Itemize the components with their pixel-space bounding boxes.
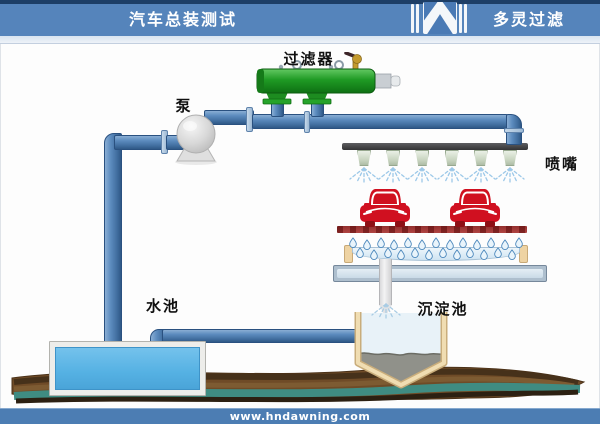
water-droplet xyxy=(425,245,433,260)
nozzle-spray xyxy=(404,167,440,189)
logo-bar-3 xyxy=(459,4,462,33)
nozzle-label: 喷嘴 xyxy=(544,155,579,173)
header-sub-strip xyxy=(0,36,600,44)
water-droplet xyxy=(500,235,509,250)
pump-label: 泵 xyxy=(175,97,193,115)
conveyor-beam-face xyxy=(337,269,543,278)
logo-bar-4 xyxy=(464,4,467,33)
filter-label: 过滤器 xyxy=(283,50,335,68)
sediment-pool-label: 沉淀池 xyxy=(417,300,469,318)
spray-nozzle xyxy=(503,150,517,166)
spray-nozzle xyxy=(415,150,430,166)
spray-down-flange xyxy=(504,128,524,133)
main-line-flange xyxy=(304,111,310,133)
page-title: 汽车总装测试 xyxy=(128,10,237,29)
water-droplet xyxy=(431,233,440,248)
water-droplet xyxy=(383,243,392,258)
water-droplet xyxy=(459,233,468,248)
drain-spray xyxy=(371,303,401,320)
water-droplet xyxy=(480,245,488,260)
water-droplet xyxy=(445,235,454,250)
water-droplet xyxy=(487,233,495,248)
drain-pipe-tip xyxy=(379,305,392,313)
tray-cap-left xyxy=(344,245,353,263)
water-droplet xyxy=(452,245,461,260)
water-droplet xyxy=(494,243,502,258)
water-droplet xyxy=(466,243,475,258)
water-droplet xyxy=(376,233,385,248)
spray-header-bar xyxy=(342,143,528,150)
spray-nozzle xyxy=(386,150,401,166)
car-icon xyxy=(446,185,504,231)
water-droplet xyxy=(369,245,378,260)
nozzle-spray xyxy=(375,167,411,189)
spray-nozzle xyxy=(357,150,371,166)
conveyor-beam xyxy=(333,265,547,282)
water-droplet xyxy=(438,243,447,258)
water-droplet xyxy=(473,235,481,250)
water-droplet xyxy=(418,235,426,250)
water-droplet xyxy=(356,243,364,258)
water-droplet xyxy=(349,233,357,248)
nozzle-spray xyxy=(492,167,528,189)
footer-url: www.hndawning.com xyxy=(229,410,371,423)
water-droplet xyxy=(411,243,419,258)
nozzle-spray xyxy=(346,167,382,189)
footer-bar xyxy=(0,408,600,424)
pool-label: 水池 xyxy=(145,297,180,315)
brand-name: 多灵过滤 xyxy=(492,10,565,29)
spray-nozzle xyxy=(473,150,488,166)
header-bar xyxy=(0,4,600,36)
main-line xyxy=(252,114,508,129)
car-icon xyxy=(356,185,414,231)
water-droplet xyxy=(397,245,406,260)
car-platform xyxy=(337,226,527,233)
water-droplet xyxy=(514,233,523,248)
water-droplet xyxy=(362,235,371,250)
spray-nozzle xyxy=(444,150,459,166)
pump xyxy=(175,114,217,165)
water-pool xyxy=(49,341,206,396)
brand-logo-icon xyxy=(423,2,457,34)
supply-pipe-top xyxy=(114,135,164,150)
logo-bar-1 xyxy=(411,4,414,33)
filter-unit xyxy=(256,52,401,105)
logo-bar-2 xyxy=(416,4,419,33)
drain-pipe xyxy=(379,259,392,305)
water-droplet xyxy=(507,245,516,260)
top-strip xyxy=(0,0,600,4)
tray-cap-right xyxy=(519,245,528,263)
supply-pipe-vertical xyxy=(104,133,122,346)
water-droplet xyxy=(404,233,412,248)
nozzle-spray xyxy=(434,167,470,189)
water-droplet xyxy=(390,235,399,250)
nozzle-spray xyxy=(463,167,499,189)
water-pool-water xyxy=(55,347,200,390)
sediment-tank xyxy=(354,312,448,389)
